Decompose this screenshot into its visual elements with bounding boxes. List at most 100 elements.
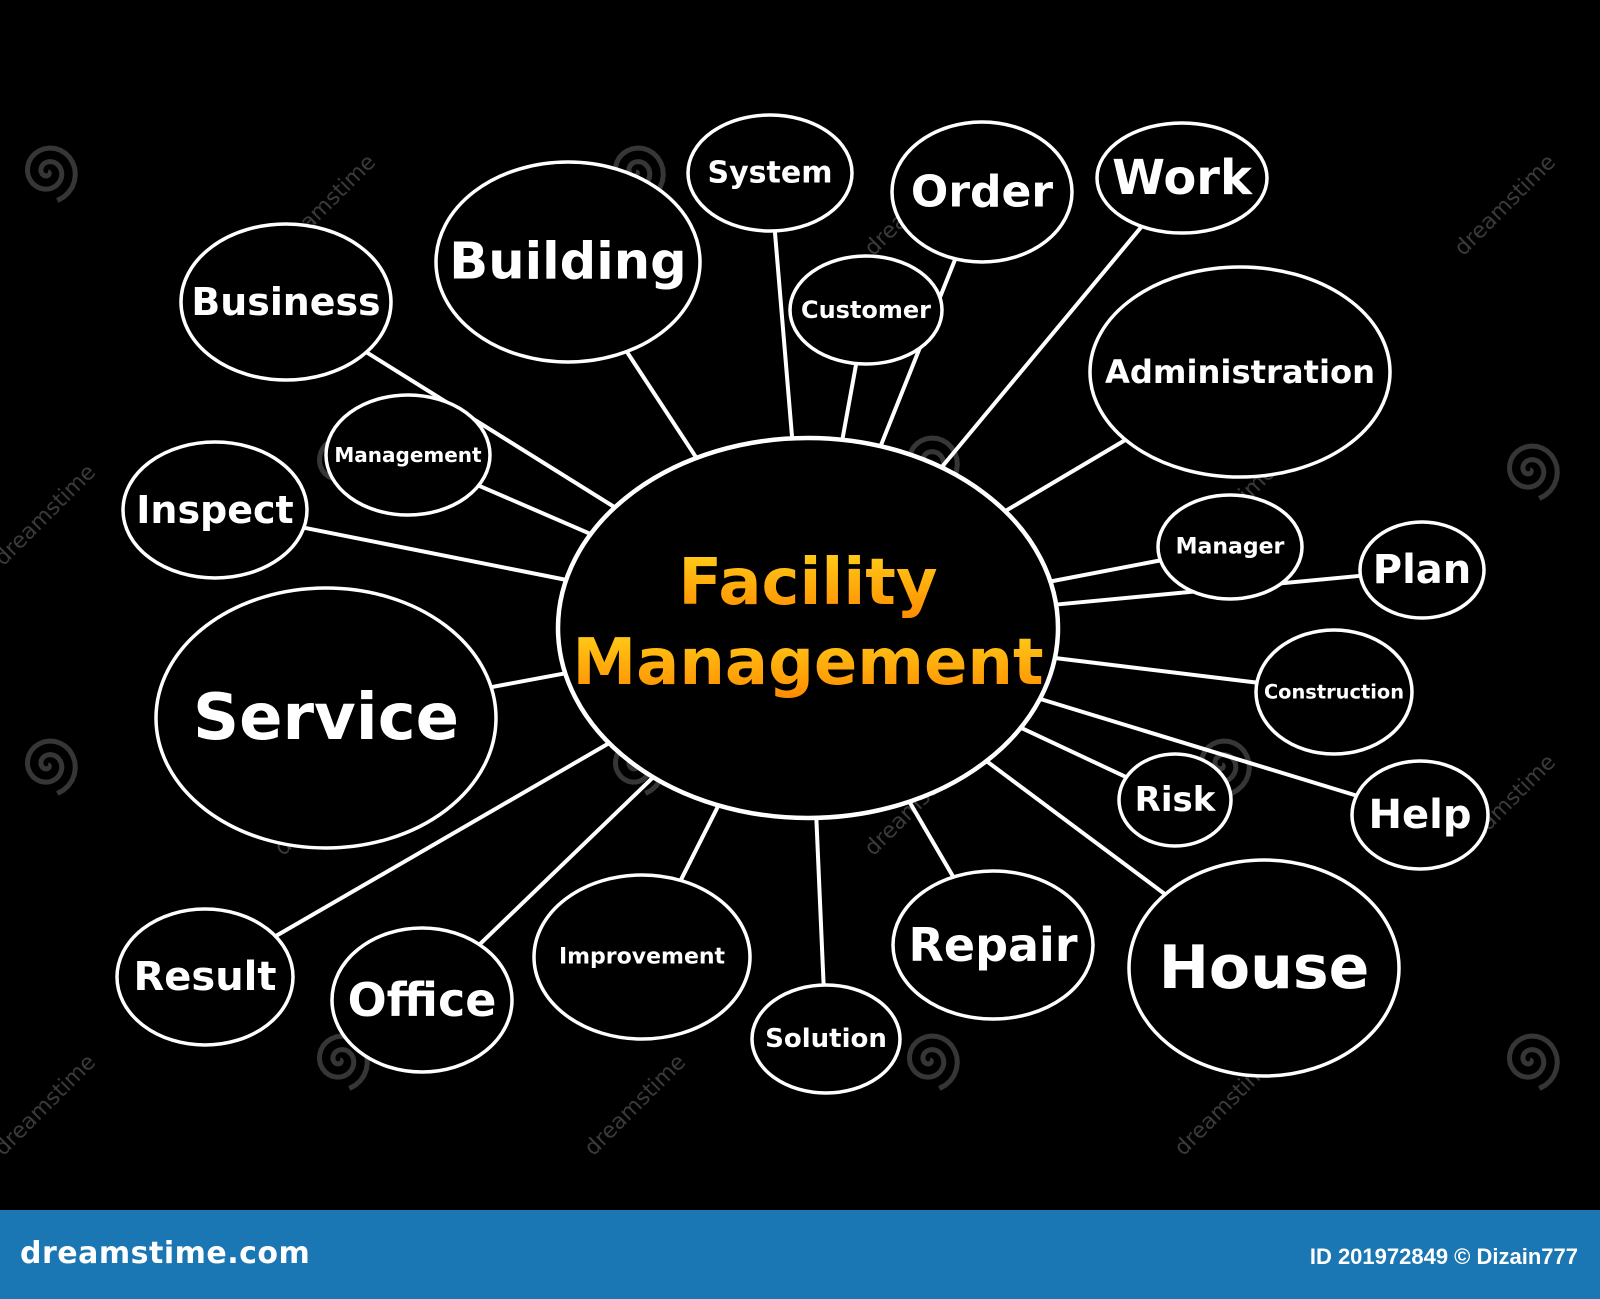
node-label-office: Office (348, 973, 497, 1027)
node-work: Work (1095, 121, 1269, 235)
node-ellipse-service (154, 586, 498, 850)
watermark-swirl-icon (24, 145, 78, 203)
node-label-repair: Repair (908, 918, 1077, 972)
watermark-swirl-icon (1198, 738, 1252, 796)
watermark-text: dreamstime (0, 1050, 101, 1161)
node-business: Business (179, 222, 393, 382)
node-ellipse-customer (788, 254, 944, 366)
node-building: Building (434, 160, 702, 364)
link-repair (907, 799, 956, 880)
footer-image-id: ID 201972849 © Dizain777 (1309, 1244, 1578, 1269)
node-repair: Repair (891, 869, 1095, 1021)
node-label-plan: Plan (1373, 547, 1472, 593)
node-label-construction: Construction (1264, 681, 1404, 704)
node-ellipse-help (1350, 759, 1490, 871)
node-label-inspect: Inspect (136, 488, 293, 532)
node-house: House (1127, 858, 1401, 1078)
node-ellipse-repair (891, 869, 1095, 1021)
node-service: Service (154, 586, 498, 850)
link-business (364, 350, 617, 510)
node-ellipse-management (324, 393, 492, 517)
watermark-text: dreamstime (0, 460, 101, 571)
node-ellipse-solution (750, 983, 902, 1095)
node-label-risk: Risk (1135, 780, 1217, 820)
node-risk: Risk (1117, 752, 1233, 848)
watermark-text: dreamstime (580, 1050, 691, 1161)
node-label-customer: Customer (801, 296, 931, 324)
node-help: Help (1350, 759, 1490, 871)
link-manager (1048, 558, 1163, 584)
watermark-swirl-icon (24, 738, 78, 796)
node-ellipse-office (330, 926, 514, 1074)
link-service (489, 671, 568, 690)
node-label-system: System (708, 156, 833, 191)
node-ellipse-plan (1358, 520, 1486, 620)
link-order (878, 256, 958, 449)
node-ellipse-order (890, 120, 1074, 264)
node-administration: Administration (1088, 265, 1392, 479)
center-title-line-2: Management (572, 626, 1043, 700)
mind-map-canvas: dreamstime dreamstime dreamstime dreamstime… (0, 113, 1561, 1161)
link-management (476, 483, 593, 537)
node-ellipse-building (434, 160, 702, 364)
link-administration (1003, 437, 1128, 514)
node-office: Office (330, 926, 514, 1074)
node-label-order: Order (911, 167, 1053, 218)
node-ellipse-inspect (121, 440, 309, 580)
node-label-building: Building (449, 233, 686, 292)
node-ellipse-improvement (532, 873, 752, 1041)
link-house (984, 759, 1168, 897)
node-ellipse-risk (1117, 752, 1233, 848)
node-label-work: Work (1112, 150, 1253, 206)
link-customer (840, 361, 859, 442)
node-ellipse-business (179, 222, 393, 382)
node-label-help: Help (1369, 792, 1472, 838)
link-system (772, 228, 795, 441)
node-plan: Plan (1358, 520, 1486, 620)
link-building (624, 349, 699, 460)
node-label-result: Result (133, 954, 276, 1000)
node-inspect: Inspect (121, 440, 309, 580)
mind-map-diagram: dreamstime dreamstime dreamstime dreamstime… (0, 113, 1561, 1161)
node-ellipse-system (686, 113, 854, 233)
watermark-text: dreamstime (1450, 150, 1561, 261)
central-node: Facility Management (555, 435, 1061, 821)
node-label-business: Business (191, 280, 380, 324)
node-ellipse-house (1127, 858, 1401, 1078)
link-result (273, 741, 612, 939)
link-construction (1052, 656, 1259, 685)
link-office (477, 775, 656, 947)
link-risk (1018, 725, 1129, 780)
node-label-improvement: Improvement (559, 945, 726, 970)
footer-bar: dreamstime.com ID 201972849 © Dizain777 (0, 1210, 1600, 1299)
node-result: Result (115, 907, 295, 1047)
center-title-line-1: Facility (678, 546, 937, 620)
node-ellipse-administration (1088, 265, 1392, 479)
watermark-swirl-icon (1506, 1033, 1560, 1091)
node-solution: Solution (750, 983, 902, 1095)
footer-brand[interactable]: dreamstime.com (20, 1236, 311, 1271)
node-construction: Construction (1254, 628, 1414, 756)
node-system: System (686, 113, 854, 233)
node-ellipse-construction (1254, 628, 1414, 756)
node-improvement: Improvement (532, 873, 752, 1041)
node-label-administration: Administration (1105, 353, 1375, 391)
node-label-manager: Manager (1176, 535, 1285, 560)
link-inspect (301, 525, 569, 582)
links-layer (273, 224, 1363, 988)
link-solution (814, 815, 826, 988)
node-ellipse-work (1095, 121, 1269, 235)
node-management: Management (324, 393, 492, 517)
link-help (1037, 696, 1359, 798)
node-label-management: Management (334, 443, 482, 467)
link-improvement (678, 803, 721, 883)
node-ellipse-manager (1156, 493, 1304, 601)
watermark-swirl-icon (1506, 443, 1560, 501)
node-manager: Manager (1156, 493, 1304, 601)
node-order: Order (890, 120, 1074, 264)
link-work (939, 224, 1144, 470)
node-label-service: Service (193, 681, 459, 755)
node-label-solution: Solution (765, 1024, 887, 1054)
node-customer: Customer (788, 254, 944, 366)
